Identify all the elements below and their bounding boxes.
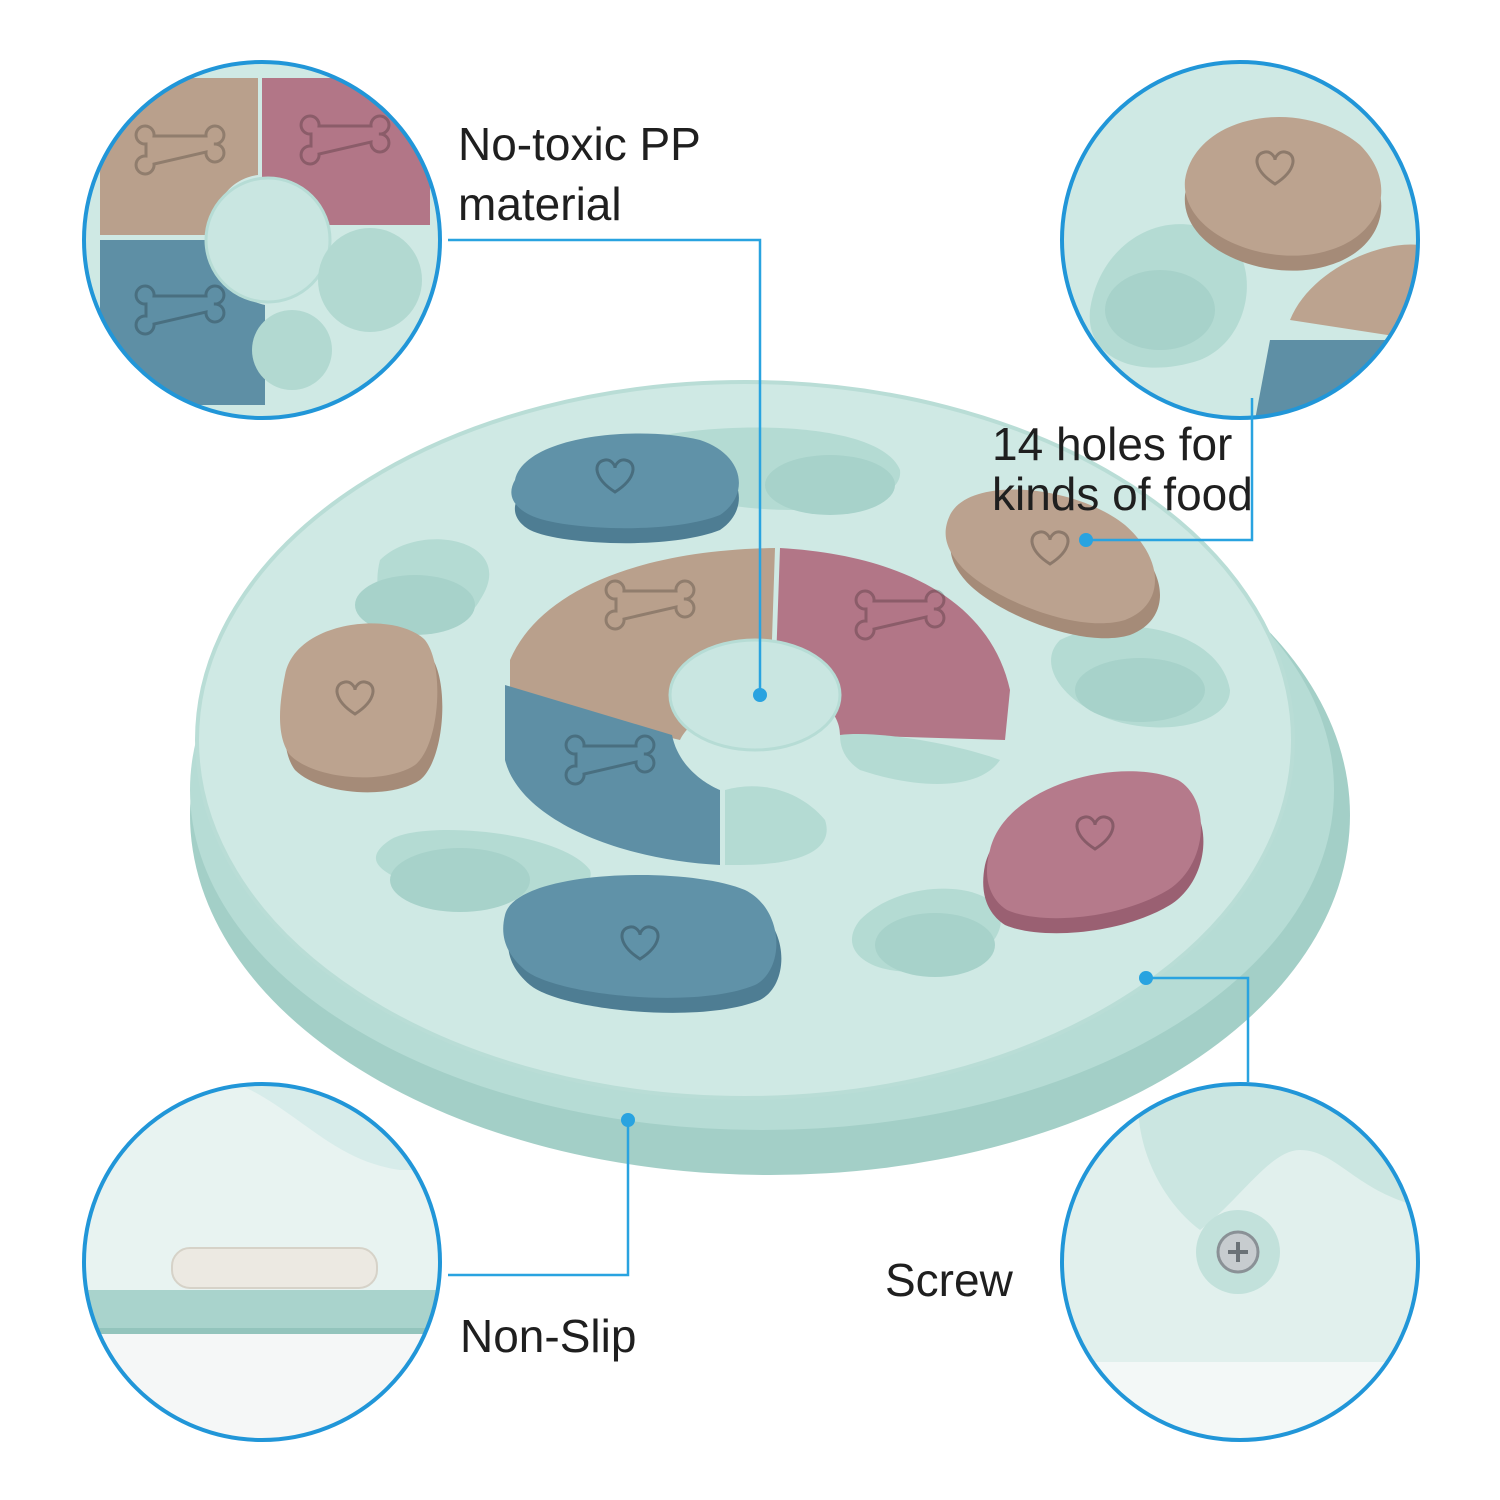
callout-screw — [1139, 971, 1250, 1082]
slider-rose-right — [983, 771, 1204, 934]
puzzle-feeder — [190, 380, 1350, 1175]
callout-non-slip — [448, 1113, 635, 1277]
non-slip-label: Non-Slip — [460, 1310, 636, 1362]
detail-circle-non-slip — [82, 1082, 442, 1442]
slider-tan-right — [945, 489, 1160, 639]
non-slip-pad — [171, 1247, 378, 1289]
material-label-line1: No-toxic PP — [458, 118, 701, 170]
detail-circle-material — [82, 60, 442, 420]
detail-circle-screw — [1060, 1082, 1420, 1442]
screw-icon — [1216, 1230, 1260, 1274]
food-well — [1075, 658, 1205, 722]
slider-tan-left — [280, 623, 443, 793]
holes-label-line1: 14 holes for — [992, 418, 1232, 470]
slider-blue-top — [511, 433, 739, 544]
callout-holes — [1079, 398, 1254, 547]
screw-label: Screw — [885, 1254, 1014, 1306]
slider-blue-bottom — [503, 875, 782, 1013]
food-well — [875, 913, 995, 977]
wheel-piece-blue — [505, 685, 720, 865]
material-label-line2: material — [458, 178, 622, 230]
holes-label-line2: kinds of food — [992, 468, 1253, 520]
detail-circle-holes — [1060, 60, 1420, 420]
food-well — [390, 848, 530, 912]
center-puzzle-wheel — [505, 548, 1010, 865]
callout-material — [448, 238, 767, 702]
food-well — [355, 575, 475, 635]
